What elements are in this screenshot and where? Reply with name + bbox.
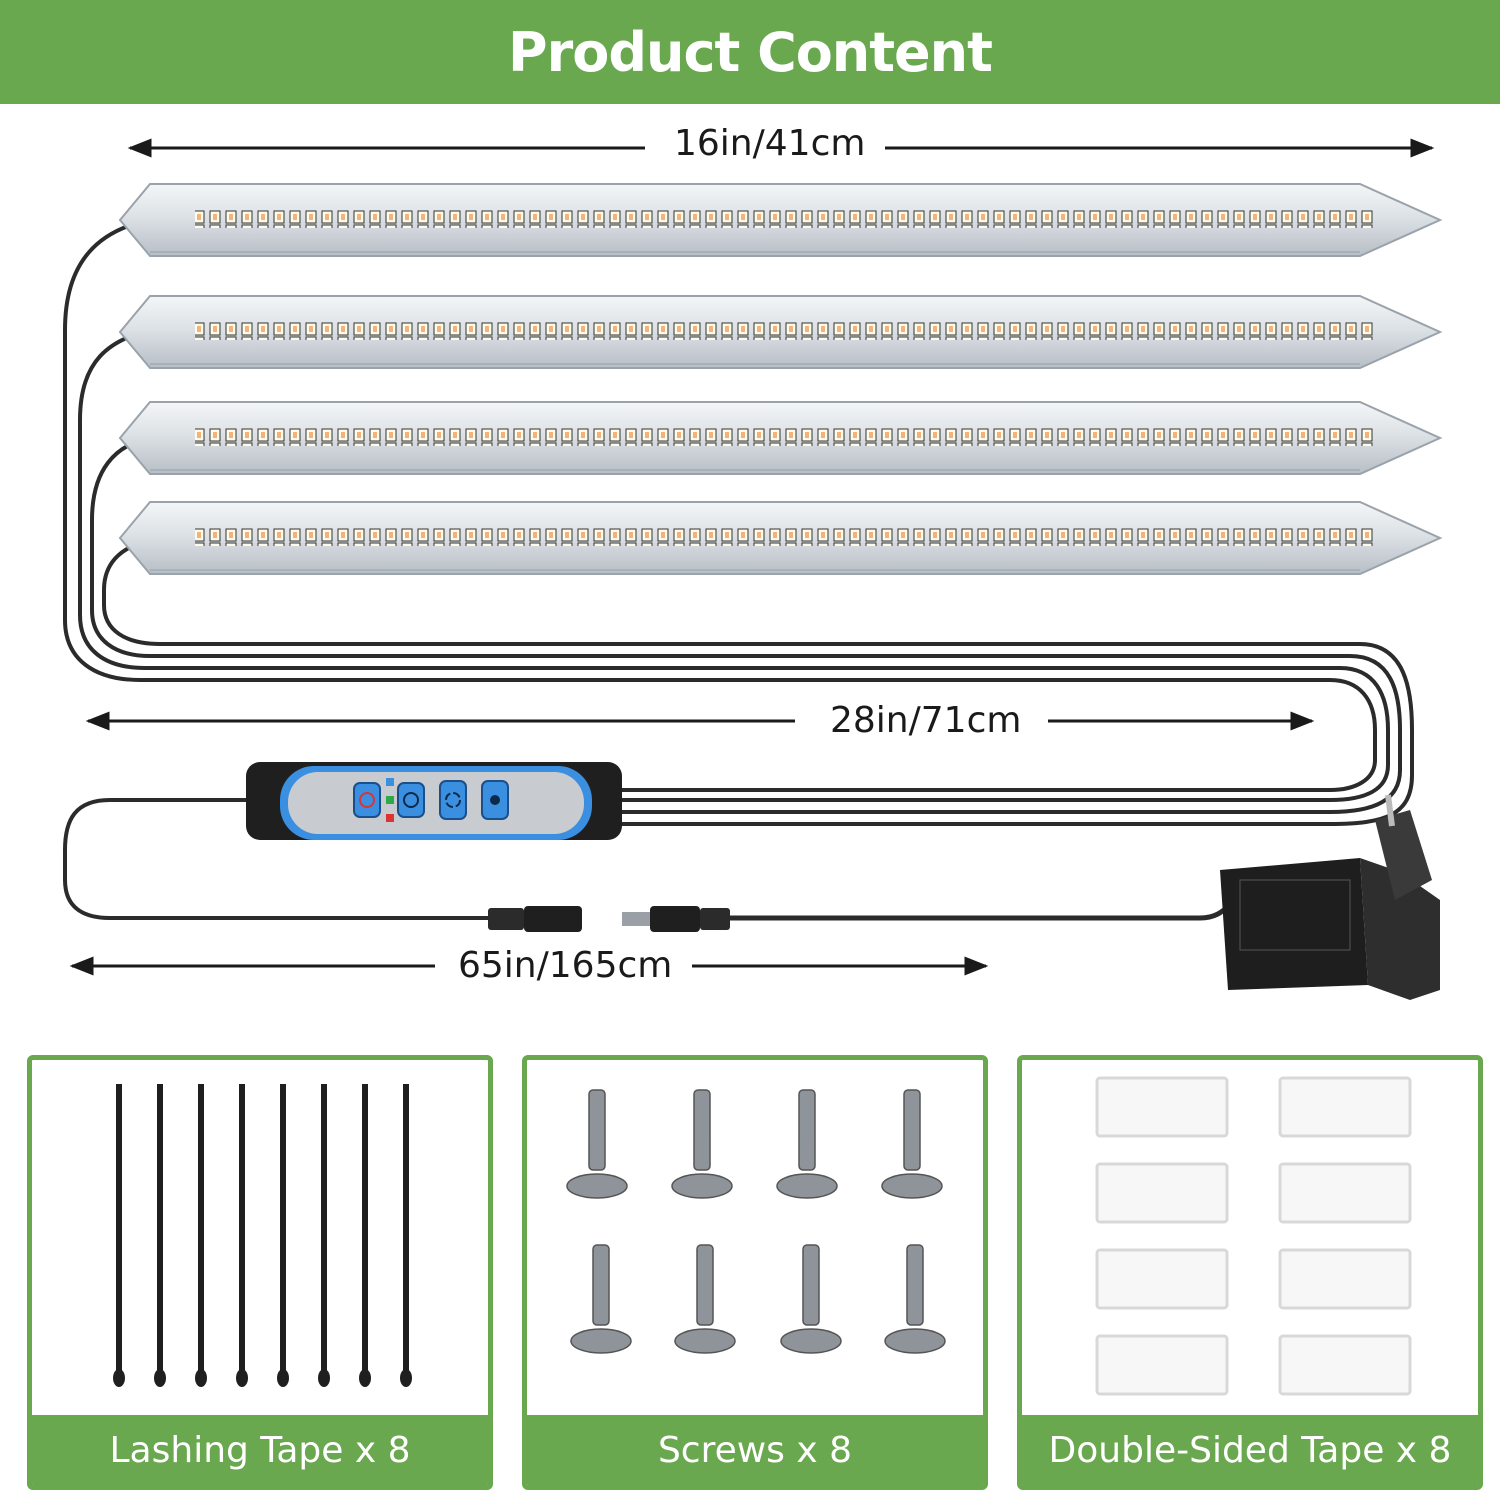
screws-panel: Screws x 8 <box>522 1055 988 1490</box>
cable-bundle <box>63 218 1414 921</box>
double-sided-tape-label: Double-Sided Tape x 8 <box>1048 1429 1452 1471</box>
light-bar-4 <box>118 501 1443 575</box>
lashing-tape-panel: Lashing Tape x 8 <box>27 1055 493 1490</box>
screws-label: Screws x 8 <box>657 1429 853 1471</box>
power-icon <box>353 782 381 818</box>
controller <box>246 762 622 840</box>
double-sided-tape-panel: Double-Sided Tape x 8 <box>1017 1055 1483 1490</box>
double-sided-tape-footer: Double-Sided Tape x 8 <box>1022 1415 1478 1485</box>
lashing-tape-label: Lashing Tape x 8 <box>109 1429 411 1471</box>
mode-icon <box>439 780 467 820</box>
page-title: Product Content <box>508 20 993 84</box>
power-cable-length-label: 65in/165cm <box>448 944 683 988</box>
dc-connector-male <box>622 906 730 932</box>
screws-illustration <box>566 1089 946 1354</box>
product-illustration <box>63 138 1443 1000</box>
screws-footer: Screws x 8 <box>527 1415 983 1485</box>
lashing-tape-illustration <box>113 1084 412 1387</box>
light-bar-1 <box>118 183 1443 257</box>
product-diagram: 16in/41cm 28in/71cm 65in/165cm <box>0 104 1500 1034</box>
timer-icon <box>397 782 425 818</box>
cable-length-label: 28in/71cm <box>820 699 1032 743</box>
lashing-tape-footer: Lashing Tape x 8 <box>32 1415 488 1485</box>
bar-length-label: 16in/41cm <box>664 122 876 166</box>
light-bar-2 <box>118 295 1443 369</box>
light-bars <box>118 183 1443 575</box>
double-sided-tape-illustration <box>1095 1076 1412 1396</box>
power-adapter <box>1220 794 1440 1000</box>
dc-connector-female <box>488 906 582 932</box>
page-header: Product Content <box>0 0 1500 104</box>
brightness-icon <box>481 780 509 820</box>
light-bar-3 <box>118 401 1443 475</box>
